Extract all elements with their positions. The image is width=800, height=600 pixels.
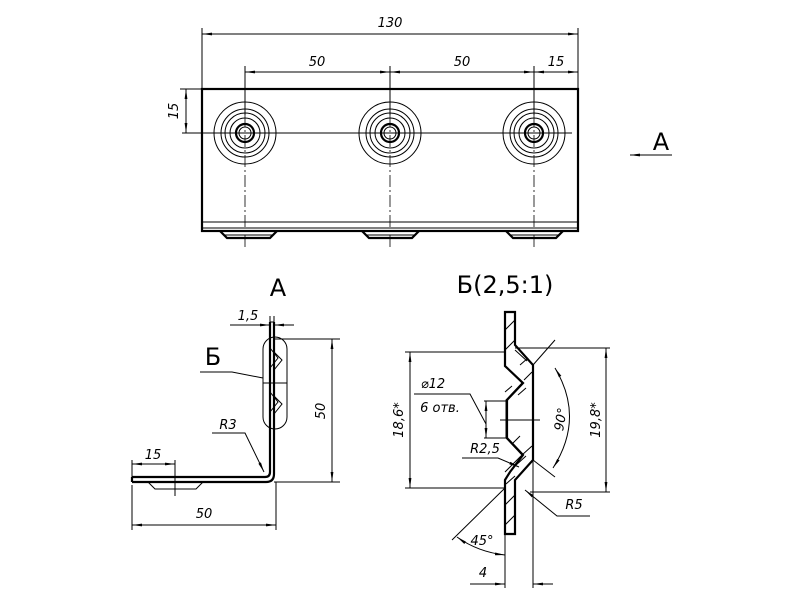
dim-hole-diameter: ⌀12 [421, 377, 445, 392]
dim-inner-radius: R2,5 [470, 442, 500, 457]
top-view: 130 50 50 15 15 A [167, 16, 672, 248]
view-arrow-label: A [653, 128, 670, 156]
detail-b: Б(2,5:1) 18,6* 19,8* ⌀12 6 отв. R2,5 90 [392, 271, 610, 588]
dim-hole-count: 6 отв. [420, 401, 460, 416]
section-inner [504, 365, 523, 473]
dim-depth: 4 [479, 566, 487, 581]
dim-outer-radius: R5 [565, 498, 582, 513]
boss-bottom-3 [505, 230, 564, 240]
dim-height: 50 [314, 403, 329, 420]
detail-callout-label: Б [205, 343, 221, 371]
dim-edge-to-hole: 15 [145, 448, 162, 463]
section-profile [503, 310, 535, 536]
detail-b-title: Б(2,5:1) [457, 271, 554, 299]
dim-bend-radius: R3 [219, 418, 236, 433]
dim-edge-to-hole-y: 15 [167, 103, 182, 120]
dim-angle-90: 90° [552, 407, 571, 432]
dim-inner-height: 18,6* [392, 402, 407, 438]
section-hatch [504, 319, 533, 526]
dim-hole-pitch-2: 50 [454, 55, 471, 70]
boss-bottom-2 [361, 230, 420, 240]
dim-angle-45: 45° [470, 534, 493, 549]
boss-bottom-1 [219, 230, 278, 240]
dim-edge-to-hole-x: 15 [548, 55, 565, 70]
dim-arc-45 [456, 536, 506, 556]
vertical-emboss [269, 347, 283, 415]
detail-leader [200, 371, 264, 379]
view-a: A Б 1,5 50 R3 15 [130, 274, 340, 530]
dim-hole-pitch-1: 50 [309, 55, 326, 70]
dim-outer-height: 19,8* [589, 402, 604, 438]
l-profile-outer [132, 322, 276, 484]
dim-arc-90 [552, 367, 570, 469]
dim-thickness: 1,5 [238, 309, 259, 324]
view-a-title: A [270, 274, 287, 302]
dim-width: 50 [196, 507, 213, 522]
dim-overall-length: 130 [378, 16, 403, 31]
l-profile-inner [132, 322, 272, 479]
